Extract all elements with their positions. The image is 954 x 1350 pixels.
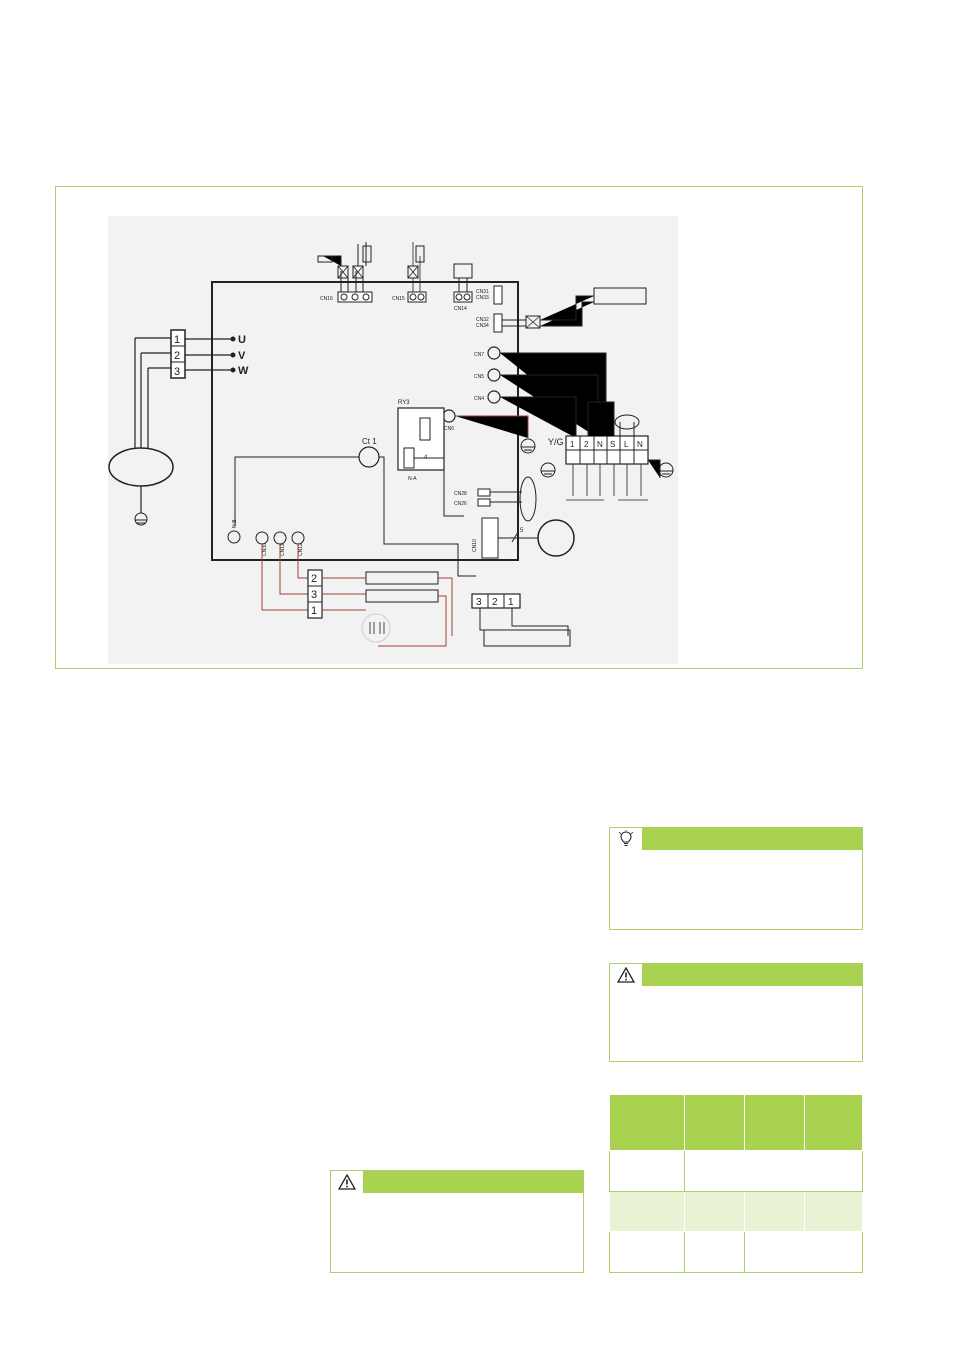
table-row — [609, 1150, 863, 1192]
yg-label: Y/G — [548, 437, 564, 447]
nb-label: N-B — [232, 519, 238, 528]
bt-2: 2 — [311, 573, 317, 585]
bt-1: 1 — [311, 605, 317, 617]
pt-2: 2 — [584, 440, 589, 449]
ground-icon-board — [520, 438, 536, 454]
cn4-label: CN4 — [474, 396, 484, 402]
cn26-label: CN26 — [454, 501, 467, 507]
uvw-num-2: 2 — [174, 350, 180, 362]
cn16-label: CN16 — [320, 296, 333, 302]
phase-u: U — [238, 334, 246, 346]
fan-connectors: CN28 CN26 — [454, 476, 537, 522]
table-row — [609, 1191, 863, 1232]
uvw-num-1: 1 — [174, 334, 180, 346]
cn31-label: CN31 — [476, 289, 489, 295]
bt-3: 3 — [311, 589, 317, 601]
wiring-diagram-svg: 1 2 3 U V W CN16 — [108, 242, 674, 647]
uvw-num-3: 3 — [174, 366, 180, 378]
cn6-label: CN6 — [444, 426, 454, 432]
cn5-label: CN5 — [474, 374, 484, 380]
warning-note-right — [609, 963, 863, 1062]
cn28-label: CN28 — [454, 491, 467, 497]
table-cell — [609, 1094, 685, 1151]
cn32-label: CN32 — [476, 317, 489, 323]
warning-note-bottom — [330, 1170, 584, 1273]
table-cell — [609, 1231, 685, 1273]
pt-l: L — [624, 440, 629, 449]
table-header-row — [609, 1094, 863, 1151]
table-row — [609, 1231, 863, 1273]
warning-icon — [610, 964, 644, 986]
cn34-label: CN34 — [476, 323, 489, 329]
bottom-connectors: CN30 CN11 CN12 2 3 1 3 2 1 — [255, 531, 571, 647]
btr-2: 2 — [492, 597, 498, 608]
table-cell — [684, 1094, 745, 1151]
table-cell — [684, 1150, 863, 1192]
cn10-connector: CN10 5 — [472, 517, 575, 559]
cn15-label: CN15 — [392, 296, 405, 302]
cn11-label: CN11 — [280, 543, 286, 556]
cn7-label: CN7 — [474, 352, 484, 358]
table-cell — [684, 1231, 745, 1273]
top-connectors: CN16 CN15 CN14 CN31 CN33 CN — [317, 242, 647, 333]
ground-icon-left — [134, 512, 148, 526]
cn33-label: CN33 — [476, 295, 489, 301]
compressor-motor — [108, 447, 174, 487]
cn10-pins: 5 — [520, 528, 524, 534]
pt-s: S — [610, 440, 615, 449]
lightbulb-icon — [610, 828, 644, 850]
pt-n1: N — [597, 440, 603, 449]
pt-1: 1 — [570, 440, 575, 449]
table-cell — [609, 1150, 685, 1192]
cn30-label: CN30 — [262, 543, 268, 556]
phase-v: V — [238, 350, 246, 362]
ct1-label: Ct 1 — [362, 437, 377, 446]
table-cell — [744, 1231, 863, 1273]
ct1-sensor: Ct 1 N-B — [227, 437, 476, 577]
tip-note-header — [610, 828, 862, 850]
table-cell — [609, 1191, 685, 1232]
table-cell — [744, 1094, 805, 1151]
table-cell — [744, 1191, 805, 1232]
ry3-tag: N-A — [408, 476, 417, 482]
ry3-label: RY3 — [398, 400, 410, 406]
warning-note-bottom-header — [331, 1171, 583, 1193]
spec-table — [609, 1094, 863, 1273]
btr-1: 1 — [508, 597, 514, 608]
uvw-terminal: 1 2 3 U V W — [170, 329, 249, 379]
wiring-diagram: 1 2 3 U V W CN16 — [108, 216, 678, 664]
warning-note-right-header — [610, 964, 862, 986]
diagram-frame — [55, 186, 863, 669]
table-cell — [804, 1191, 863, 1232]
pt-n2: N — [637, 440, 643, 449]
table-cell — [804, 1094, 863, 1151]
cn12-label: CN12 — [298, 543, 304, 556]
cn10-label: CN10 — [472, 539, 478, 552]
phase-w: W — [238, 365, 249, 377]
table-cell — [684, 1191, 745, 1232]
tip-note — [609, 827, 863, 930]
power-terminal: Y/G 1 2 N S L N — [540, 401, 674, 501]
warning-icon — [331, 1171, 365, 1193]
cn14-label: CN14 — [454, 306, 467, 312]
relay-ry3: RY3 4 N-A — [397, 400, 464, 517]
btr-3: 3 — [476, 597, 482, 608]
